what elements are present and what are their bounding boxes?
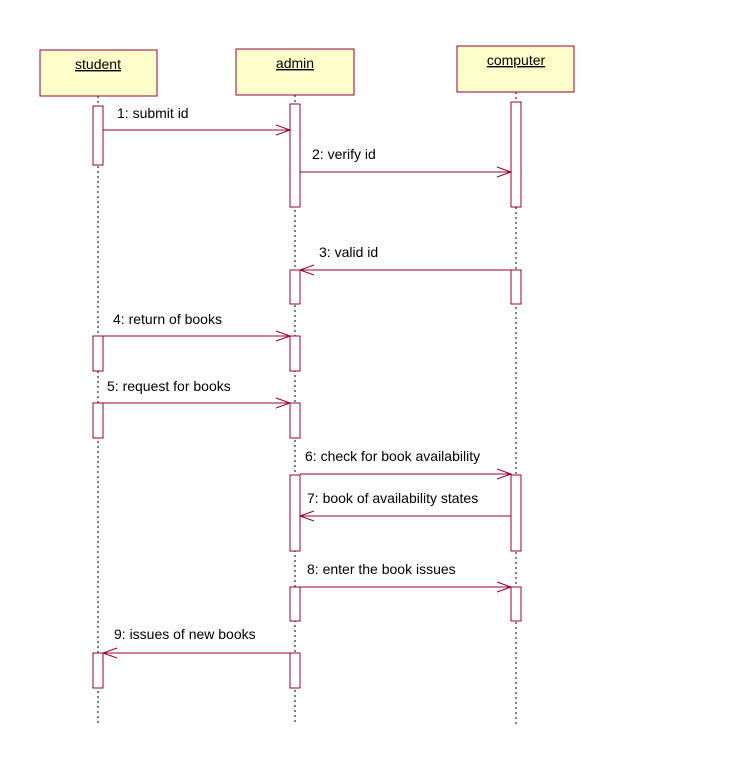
message-arrowhead bbox=[496, 581, 513, 593]
message-label: 2: verify id bbox=[312, 146, 376, 162]
message-label: 1: submit id bbox=[117, 105, 189, 121]
activation-bar-admin bbox=[289, 586, 301, 622]
message-5: 5: request for books bbox=[103, 378, 292, 409]
participant-label: student bbox=[75, 56, 121, 72]
message-arrowhead bbox=[275, 124, 292, 136]
participant-label: admin bbox=[276, 55, 314, 71]
participant-box bbox=[456, 45, 575, 93]
activation-bars bbox=[92, 101, 522, 689]
message-9: 9: issues of new books bbox=[101, 626, 290, 659]
message-arrowhead bbox=[298, 264, 315, 276]
activation-bar-admin bbox=[289, 402, 301, 439]
message-3: 3: valid id bbox=[298, 244, 511, 276]
message-label: 5: request for books bbox=[107, 378, 231, 394]
message-label: 8: enter the book issues bbox=[307, 561, 456, 577]
activation-bar-student bbox=[92, 335, 104, 372]
participant-box bbox=[235, 48, 355, 96]
message-label: 6: check for book availability bbox=[305, 448, 480, 464]
message-2: 2: verify id bbox=[300, 146, 513, 178]
activation-bar-computer bbox=[510, 474, 522, 552]
activation-bar-admin bbox=[289, 269, 301, 305]
participant-student: student bbox=[39, 49, 158, 97]
participant-computer: computer bbox=[456, 45, 575, 93]
activation-bar-computer bbox=[510, 269, 522, 305]
participant-admin: admin bbox=[235, 48, 355, 96]
participants: student admin computer bbox=[39, 45, 575, 97]
activation-bar-student bbox=[92, 105, 104, 166]
message-arrowhead bbox=[298, 510, 315, 522]
message-8: 8: enter the book issues bbox=[300, 561, 513, 593]
message-4: 4: return of books bbox=[103, 311, 292, 342]
activation-bar-admin bbox=[289, 652, 301, 689]
message-label: 7: book of availability states bbox=[307, 490, 478, 506]
activation-bar-admin bbox=[289, 474, 301, 552]
message-arrowhead bbox=[496, 166, 513, 178]
activation-bar-admin bbox=[289, 103, 301, 208]
message-arrowhead bbox=[275, 397, 292, 409]
activation-bar-student bbox=[92, 402, 104, 439]
message-label: 3: valid id bbox=[319, 244, 378, 260]
message-1: 1: submit id bbox=[103, 105, 292, 136]
message-label: 4: return of books bbox=[113, 311, 222, 327]
message-arrowhead bbox=[275, 330, 292, 342]
activation-bar-computer bbox=[510, 586, 522, 622]
activation-bar-student bbox=[92, 652, 104, 689]
activation-bar-admin bbox=[289, 335, 301, 372]
message-6: 6: check for book availability bbox=[300, 448, 513, 480]
message-arrowhead bbox=[101, 647, 118, 659]
participant-label: computer bbox=[487, 52, 546, 68]
message-label: 9: issues of new books bbox=[114, 626, 256, 642]
messages: 1: submit id 2: verify id 3: valid id 4: re… bbox=[101, 105, 513, 659]
activation-bar-computer bbox=[510, 101, 522, 208]
message-7: 7: book of availability states bbox=[298, 490, 511, 522]
message-arrowhead bbox=[496, 468, 513, 480]
participant-box bbox=[39, 49, 158, 97]
